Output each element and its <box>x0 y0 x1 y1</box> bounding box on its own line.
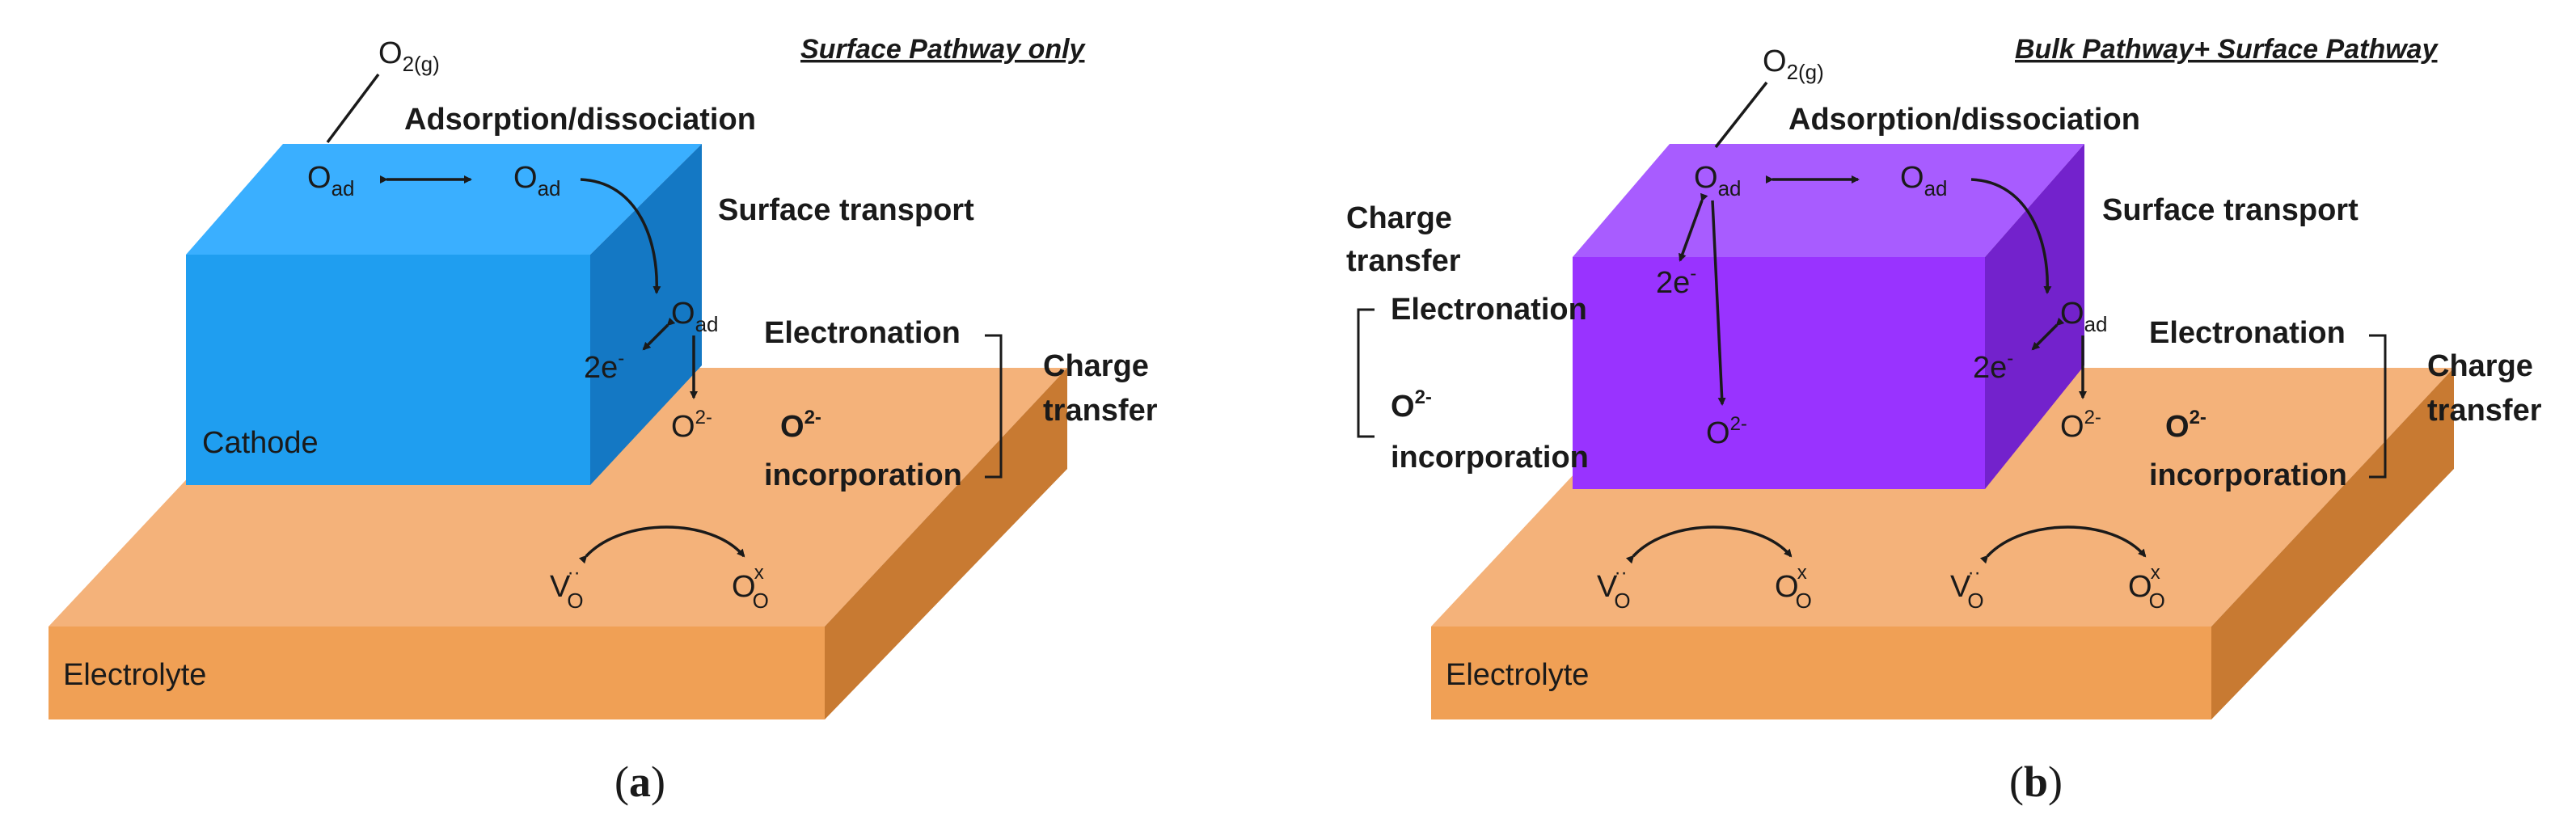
two-electron-bulk-b: 2e- <box>1656 263 1696 300</box>
o2-gas-b: O2(g) <box>1763 44 1824 84</box>
charge-label-a: Charge <box>1043 349 1149 383</box>
oad-3-a: Oad <box>671 297 718 336</box>
left-electronation-label-b: Electronation <box>1391 293 1587 327</box>
charge-transfer-bracket-b <box>2369 334 2387 479</box>
incorporation-label-b: incorporation <box>2149 458 2347 492</box>
electronation-label-a: Electronation <box>764 316 961 350</box>
lattice-oxygen-surface-b: OOx <box>2128 562 2165 613</box>
electrolyte-front-a <box>49 627 825 719</box>
caption-b: (b) <box>2009 757 2063 806</box>
o2-incorp-ion-b: O2- <box>2165 407 2206 444</box>
surface-transport-label-a: Surface transport <box>718 193 974 227</box>
o2-adsorb-line-a <box>326 73 380 144</box>
o2-gas-a: O2(g) <box>378 36 440 76</box>
panel-a: Cathode Electrolyte Surface Pathway only… <box>49 34 1158 806</box>
o2-adsorb-line-b <box>1714 81 1768 149</box>
cathode-side-b <box>1985 144 2084 489</box>
left-transfer-label-b: transfer <box>1346 244 1461 278</box>
incorporation-label-a: incorporation <box>764 458 962 492</box>
vacancy-surface-b: VO·· <box>1950 562 1984 613</box>
o2-minus-bulk-b: O2- <box>1706 413 1747 450</box>
vacancy-exchange-arrow-a <box>578 525 745 564</box>
surface-transport-arrow-b <box>1970 178 2052 294</box>
cathode-side-a <box>590 144 702 485</box>
charge-label-b: Charge <box>2427 349 2533 383</box>
oad-3-b: Oad <box>2060 297 2107 336</box>
cathode-cube-a <box>186 144 702 485</box>
left-incorporation-label-b: incorporation <box>1391 441 1589 475</box>
cathode-front-b <box>1573 257 1985 489</box>
electron-arrow-b <box>2031 317 2065 351</box>
vacancy-exchange-arrow-surface-b <box>1979 525 2147 564</box>
heading-a: Surface Pathway only <box>800 34 1087 65</box>
adsorption-label-a: Adsorption/dissociation <box>404 103 756 137</box>
oad-1-a: Oad <box>307 161 354 200</box>
vacancy-exchange-arrow-bulk-b <box>1625 525 1793 564</box>
oad-1-b: Oad <box>1694 161 1741 200</box>
transfer-label-b: transfer <box>2427 394 2542 428</box>
electron-arrow-a <box>642 317 676 351</box>
lattice-oxygen-bulk-b: OOx <box>1775 562 1812 613</box>
oad-2-a: Oad <box>513 161 560 200</box>
electrolyte-side-b <box>2211 368 2454 719</box>
two-electron-b: 2e- <box>1973 348 2013 385</box>
heading-b: Bulk Pathway+ Surface Pathway <box>2015 34 2439 65</box>
vacancy-a: VO·· <box>550 562 584 613</box>
panel-b: Electrolyte Bulk Pathway+ Surface Pathwa… <box>1346 34 2542 806</box>
adsorption-label-b: Adsorption/dissociation <box>1788 103 2140 137</box>
surface-transport-label-b: Surface transport <box>2102 193 2359 227</box>
bulk-electron-arrow-b <box>1679 192 1708 262</box>
o2-incorp-ion-a: O2- <box>780 407 821 444</box>
electrolyte-label-a: Electrolyte <box>63 658 206 692</box>
o2-minus-a: O2- <box>671 407 712 444</box>
o2-minus-b: O2- <box>2060 407 2101 444</box>
electrolyte-label-b: Electrolyte <box>1446 658 1589 692</box>
two-electron-a: 2e- <box>584 348 624 385</box>
electrolyte-side-a <box>825 368 1067 719</box>
transfer-label-a: transfer <box>1043 394 1158 428</box>
cathode-label: Cathode <box>202 426 319 460</box>
cathode-front-a <box>186 255 590 485</box>
electrolyte-front-b <box>1431 627 2211 719</box>
bulk-diffusion-arrow-b <box>1711 200 1726 406</box>
left-bracket-b <box>1357 308 1375 438</box>
electronation-label-b: Electronation <box>2149 316 2346 350</box>
surface-transport-arrow-a <box>580 178 661 294</box>
cathode-cube-b <box>1573 144 2084 489</box>
charge-transfer-bracket-a <box>985 334 1003 479</box>
oad-2-b: Oad <box>1900 161 1947 200</box>
caption-a: (a) <box>614 757 665 806</box>
lattice-oxygen-a: OOx <box>732 562 769 613</box>
left-charge-label-b: Charge <box>1346 201 1452 235</box>
cathode-top-a <box>186 144 702 255</box>
vacancy-bulk-b: VO·· <box>1597 562 1631 613</box>
left-o2-incorp-ion-b: O2- <box>1391 386 1432 424</box>
